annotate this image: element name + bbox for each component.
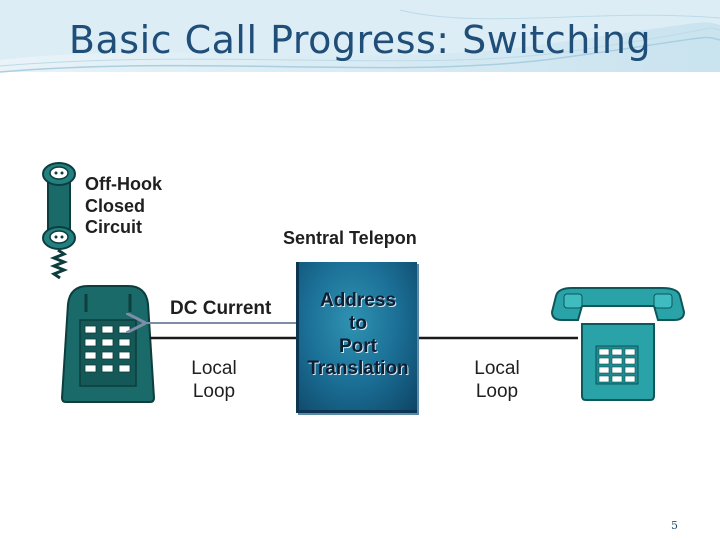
switch-line-translation: Translation [307, 358, 409, 380]
central-office-label: Sentral Telepon [283, 228, 417, 248]
circuit-line: Circuit [85, 217, 143, 238]
local-loop-left-label: Local Loop [184, 358, 244, 404]
header-decoration [0, 0, 720, 73]
right-telephone-icon [550, 287, 686, 401]
switch-line-address: Address [319, 290, 397, 311]
slide-title: Basic Call Progress: Switching [68, 18, 652, 62]
dc-current-label: DC Current [170, 298, 272, 319]
local-loop-left-line1: Local [191, 358, 237, 379]
closed-line: Closed [85, 195, 146, 216]
local-loop-right-line1: Local [474, 358, 520, 379]
switch-line-port: Port [339, 335, 377, 357]
local-loop-right-line2: Loop [475, 380, 519, 402]
page-number: 5 [671, 519, 678, 532]
switch-line-to: to [349, 312, 367, 334]
local-loop-right-label: Local Loop [467, 358, 527, 404]
switch-translation-label: Address to Port Translation [296, 290, 420, 381]
switch-box [296, 262, 417, 413]
handset-icon [42, 162, 76, 280]
off-hook-line: Off-Hook [85, 174, 162, 194]
off-hook-label: Off-Hook Closed Circuit [85, 174, 162, 239]
local-loop-left-line2: Loop [192, 380, 236, 402]
